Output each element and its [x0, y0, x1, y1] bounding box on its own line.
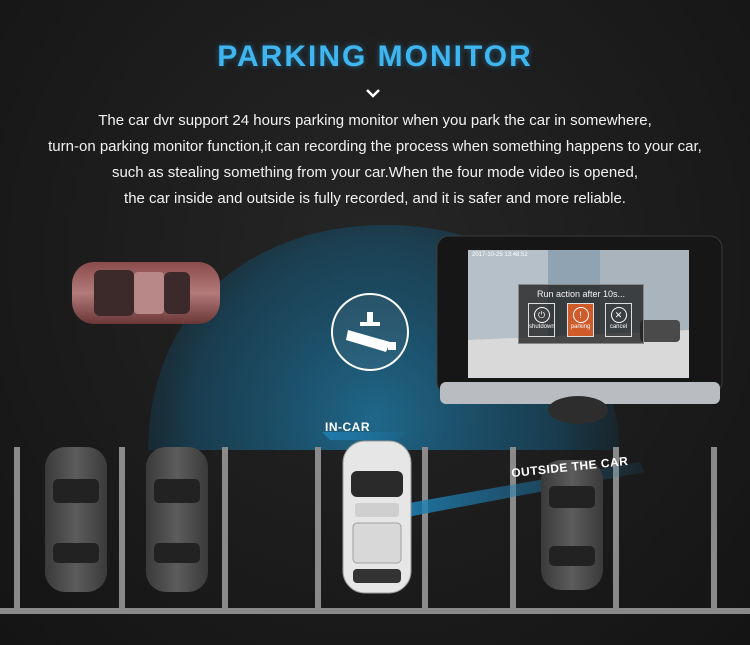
shutdown-button[interactable]: ⏻ shutdown — [528, 303, 555, 337]
popup-title: Run action after 10s... — [536, 289, 626, 299]
parking-button[interactable]: ! parking — [567, 303, 594, 337]
description-line: turn-on parking monitor function,it can … — [48, 138, 702, 155]
grey-car-1 — [45, 447, 107, 592]
grey-car-2 — [146, 447, 208, 592]
grey-car-3 — [541, 460, 603, 590]
dvr-timestamp: 2017-10-25 13:48:52 — [472, 252, 528, 258]
shutdown-label: shutdown — [529, 324, 555, 330]
red-car — [72, 262, 220, 324]
cancel-label: cancel — [609, 324, 628, 330]
description-line: The car dvr support 24 hours parking mon… — [98, 112, 652, 129]
in-car-beam — [322, 432, 408, 440]
page-title: PARKING MONITOR — [217, 40, 533, 73]
white-car — [342, 440, 412, 594]
security-camera-icon — [331, 293, 409, 371]
cancel-icon: ✕ — [610, 307, 627, 323]
parking-label: parking — [570, 324, 591, 330]
description-line: such as stealing something from your car… — [111, 164, 639, 181]
parking-lines — [0, 447, 750, 614]
description: The car dvr support 24 hours parking mon… — [0, 108, 750, 212]
chevron-down-icon — [366, 89, 380, 98]
power-icon: ⏻ — [533, 307, 550, 323]
cancel-button[interactable]: ✕ cancel — [605, 303, 632, 337]
dvr-popup: Run action after 10s... ⏻ shutdown ! par… — [518, 284, 644, 344]
in-car-label: IN-CAR — [325, 420, 370, 434]
description-line: the car inside and outside is fully reco… — [124, 190, 626, 207]
parking-icon: ! — [572, 307, 589, 323]
